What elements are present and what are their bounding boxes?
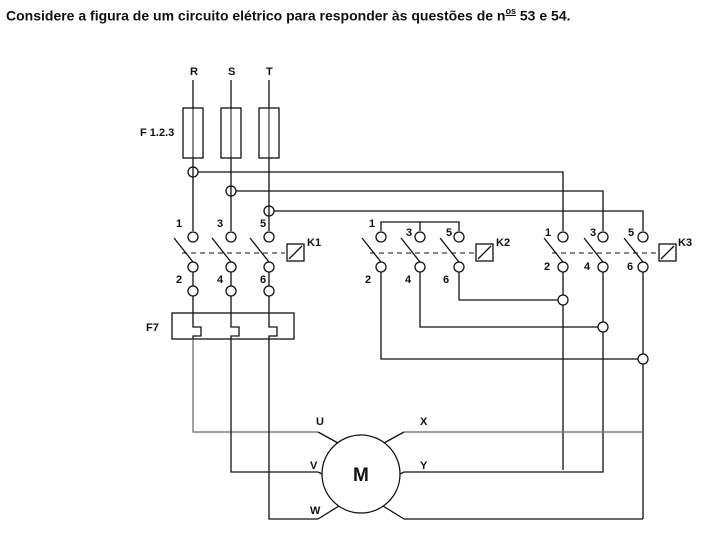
k1-terminal-6: 6 bbox=[260, 274, 266, 286]
k2-terminal-1: 1 bbox=[369, 218, 375, 230]
k1-terminal-5: 5 bbox=[260, 218, 266, 230]
question-superscript: os bbox=[505, 6, 516, 16]
k3-terminal-3: 3 bbox=[590, 227, 596, 239]
motor-terminal-v: V bbox=[310, 460, 318, 472]
k2-terminal-5: 5 bbox=[446, 227, 452, 239]
k1-terminal-3: 3 bbox=[217, 218, 223, 230]
wire-k2-2 bbox=[380, 272, 638, 360]
contactor-k1: 1 3 5 K1 2 4 6 bbox=[173, 218, 321, 316]
wire-to-w bbox=[268, 339, 318, 520]
k3-terminal-2: 2 bbox=[544, 261, 550, 273]
phase-label-s: S bbox=[228, 66, 235, 78]
bus-t-to-k3 bbox=[274, 210, 644, 231]
k3-terminal-6: 6 bbox=[627, 261, 633, 273]
motor-terminal-u: U bbox=[316, 416, 324, 428]
k1-terminal-2: 2 bbox=[176, 274, 182, 286]
motor-terminal-x: X bbox=[420, 416, 428, 428]
motor-terminal-w: W bbox=[310, 505, 321, 517]
wire-to-u bbox=[192, 339, 318, 433]
question-text: Considere a figura de um circuito elétri… bbox=[6, 6, 571, 24]
k1-terminal-4: 4 bbox=[217, 274, 224, 286]
overload-label: F7 bbox=[146, 322, 159, 334]
wire-k2-6 bbox=[458, 272, 558, 301]
question-suffix: 53 e 54. bbox=[516, 7, 571, 24]
wire-to-v bbox=[230, 339, 318, 473]
k2-terminal-2: 2 bbox=[365, 274, 371, 286]
fuse-group bbox=[182, 107, 280, 159]
k3-terminal-1: 1 bbox=[545, 227, 551, 239]
k1-label: K1 bbox=[307, 237, 321, 249]
motor: M U V W X Y bbox=[310, 416, 428, 520]
contactor-k2: 1 3 5 K2 2 4 6 bbox=[361, 218, 638, 360]
phase-label-t: T bbox=[266, 66, 273, 78]
motor-label: M bbox=[353, 465, 369, 486]
k2-terminal-3: 3 bbox=[406, 227, 412, 239]
contactor-k3: 1 3 5 K3 2 4 6 bbox=[543, 227, 692, 519]
wire-to-y bbox=[404, 470, 604, 473]
k3-label: K3 bbox=[678, 237, 692, 249]
k1-terminal-1: 1 bbox=[176, 218, 182, 230]
k3-terminal-4: 4 bbox=[584, 261, 591, 273]
motor-terminal-y: Y bbox=[420, 460, 428, 472]
k3-terminal-5: 5 bbox=[628, 227, 634, 239]
phase-label-r: R bbox=[190, 66, 198, 78]
k2-terminal-4: 4 bbox=[405, 274, 412, 286]
question-prefix: Considere a figura de um circuito elétri… bbox=[6, 7, 506, 24]
k2-terminal-6: 6 bbox=[443, 274, 449, 286]
bus-s-to-k3 bbox=[236, 190, 604, 231]
wire-k2-4 bbox=[419, 272, 598, 328]
overload-relay-f7 bbox=[171, 312, 295, 340]
k2-label: K2 bbox=[496, 237, 510, 249]
fuse-label: F 1.2.3 bbox=[140, 127, 174, 139]
